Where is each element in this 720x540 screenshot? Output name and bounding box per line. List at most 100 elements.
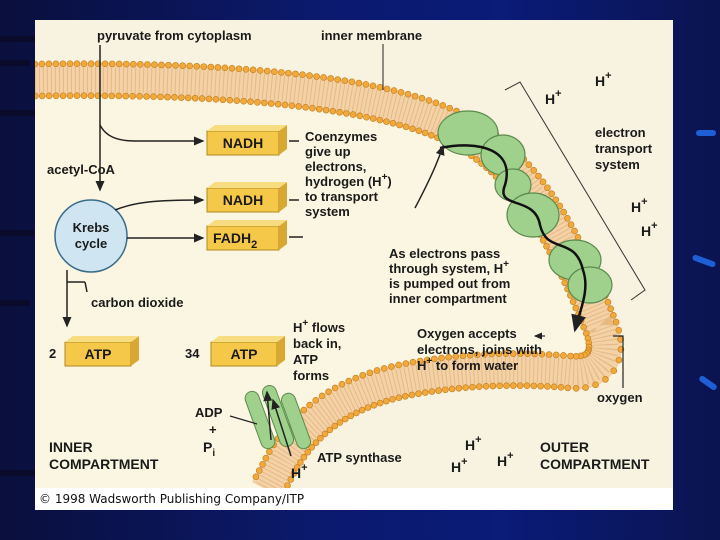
lipid-head (610, 311, 617, 319)
lipid-head (240, 97, 247, 105)
lipid-head (200, 63, 208, 70)
lipid-head (308, 444, 316, 451)
lipid-head (538, 350, 546, 358)
lipid-head (473, 156, 480, 163)
lipid-head (73, 60, 81, 67)
lipid-head (607, 305, 614, 313)
lipid-head (334, 76, 342, 83)
lipid-head (408, 391, 416, 399)
pumped-note: As electrons pass through system, H+ is … (389, 246, 510, 306)
h-ion-label: H+ (595, 70, 612, 89)
lipid-head (321, 430, 329, 438)
krebs-label-line1: Krebs (73, 220, 110, 235)
nadh-2-label: NADH (223, 192, 263, 208)
lipid-head (548, 190, 555, 198)
lipid-head (226, 96, 234, 104)
lipid-head (389, 396, 396, 403)
svg-text:+: + (209, 422, 217, 437)
lipid-head (404, 90, 412, 98)
lipid-head (516, 382, 524, 389)
slide-decoration (0, 36, 38, 42)
lipid-head (45, 60, 53, 68)
lipid-head (389, 119, 397, 127)
nadh-1-label: NADH (223, 135, 263, 151)
atp-box-1: ATP (64, 336, 139, 367)
lipid-head (415, 127, 423, 135)
lipid-head (322, 106, 330, 114)
lipid-head (312, 439, 320, 446)
lipid-head (320, 74, 327, 81)
h-ion-label: H+ (545, 88, 562, 107)
lipid-head (331, 422, 339, 430)
outer-compartment-label: OUTER COMPARTMENT (540, 439, 650, 472)
lipid-head (503, 382, 510, 389)
lipid-head (397, 88, 405, 96)
lipid-head (543, 242, 550, 250)
pyruvate-label: pyruvate from cytoplasm (97, 28, 252, 43)
lipid-head (418, 94, 426, 102)
lipid-head (560, 208, 567, 216)
lipid-head (292, 70, 299, 78)
lipid-head (184, 94, 192, 102)
lipid-head (428, 388, 436, 395)
lipid-head (130, 60, 137, 68)
lipid-head (171, 94, 178, 101)
lipid-head (466, 351, 474, 359)
lipid-head (604, 298, 612, 306)
lipid-head (376, 84, 384, 91)
lipid-head (363, 113, 370, 121)
lipid-head (315, 105, 323, 113)
lipid-head (475, 383, 483, 390)
atp-1-label: ATP (85, 346, 112, 362)
carbon-dioxide-label: carbon dioxide (91, 295, 183, 310)
lipid-head (369, 115, 377, 122)
lipid-head (495, 350, 503, 358)
lipid-head (428, 131, 435, 139)
lipid-head (151, 61, 158, 68)
acetyl-coa-label: acetyl-CoA (47, 162, 116, 177)
slide-decoration (0, 470, 36, 476)
lipid-head (136, 93, 143, 100)
lipid-head (402, 392, 409, 400)
lipid-head (409, 358, 417, 366)
svg-text:OUTER: OUTER (540, 439, 589, 455)
lipid-head (87, 60, 95, 68)
fadh2-box: FADH2 (206, 220, 287, 251)
lipid-head (327, 75, 335, 82)
lipid-head (455, 384, 463, 392)
lipid-head (35, 60, 39, 68)
lipid-head (191, 94, 199, 102)
atp-count-2: 2 (49, 346, 56, 361)
lipid-head (364, 404, 372, 411)
mitochondria-diagram: pyruvate from cytoplasm inner membrane a… (35, 28, 673, 510)
lipid-head (179, 62, 186, 69)
lipid-head (411, 92, 419, 100)
lipid-head (423, 356, 431, 364)
lipid-head (38, 92, 46, 100)
lipid-head (359, 371, 367, 379)
lipid-head (347, 412, 355, 420)
lipid-head (435, 387, 442, 394)
lipid-head (59, 92, 67, 100)
lipid-head (295, 103, 303, 110)
lipid-head (256, 67, 264, 74)
lipid-head (66, 92, 74, 100)
lipid-head (242, 65, 250, 73)
slide-decoration (0, 300, 30, 306)
lipid-head (270, 68, 278, 75)
lipid-head (539, 178, 547, 186)
electron-transport-label: electron transport system (595, 125, 653, 172)
nadh-box-1: NADH (206, 125, 287, 156)
lipid-head (108, 92, 116, 100)
lipid-head (390, 87, 398, 94)
lipid-head (535, 172, 542, 180)
lipid-head (274, 100, 282, 108)
lipid-head (150, 93, 157, 100)
lipid-head (115, 60, 123, 68)
lipid-head (261, 99, 268, 107)
lipid-head (545, 351, 553, 358)
h-ion-label: H+ (641, 220, 658, 239)
lipid-head (235, 65, 243, 73)
lipid-head (186, 62, 193, 70)
lipid-head (567, 352, 574, 360)
